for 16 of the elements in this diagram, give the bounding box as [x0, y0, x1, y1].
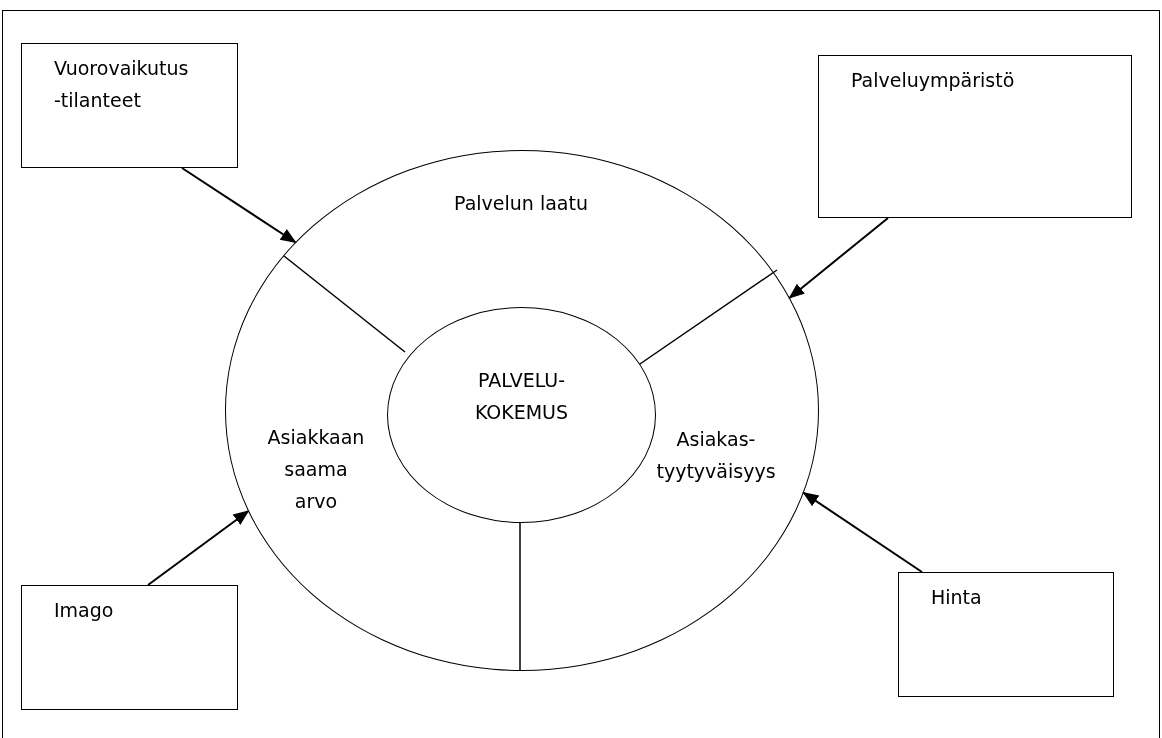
arrow — [802, 491, 923, 573]
center-label: PALVELU- KOKEMUS — [473, 368, 570, 425]
arrow — [147, 510, 250, 586]
factor-box — [21, 43, 238, 168]
box-label: Palveluympäristö — [851, 68, 1016, 93]
box-label: Imago — [54, 598, 115, 623]
arrow — [788, 217, 889, 299]
box-label: Vuorovaikutus -tilanteet — [54, 56, 190, 113]
box-label: Hinta — [931, 585, 983, 610]
factor-box — [818, 55, 1132, 218]
factor-box — [21, 585, 238, 710]
sector-label: Asiakas- tyytyväisyys — [656, 423, 776, 493]
sector-label: Asiakkaan saama arvo — [251, 421, 381, 531]
sector-label: Palvelun laatu — [421, 187, 621, 221]
arrow — [181, 167, 297, 244]
factor-box — [898, 572, 1114, 697]
